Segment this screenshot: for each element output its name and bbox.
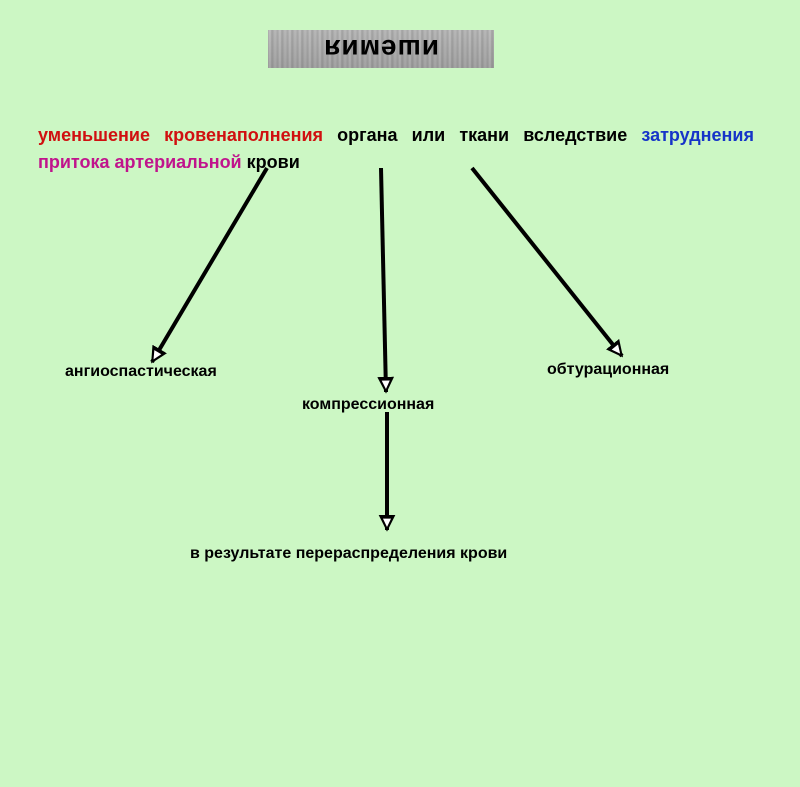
definition-part-blue: затруднения — [641, 125, 754, 145]
definition-part-magenta: притока артериальной — [38, 152, 242, 172]
type-compression: компрессионная — [302, 396, 435, 413]
definition-part-black-1: органа или ткани вследствие — [337, 125, 628, 145]
type-obturation: обтурационная — [547, 361, 670, 378]
definition-part-black-2: крови — [246, 152, 300, 172]
arrow-to-angiospastic — [150, 166, 269, 364]
title-banner: ишемия — [268, 30, 494, 68]
definition-text: уменьшение кровенаполнения органа или тк… — [38, 122, 754, 176]
type-angiospastic: ангиоспастическая — [65, 363, 217, 380]
type-redistribution: в результате перераспределения крови — [190, 545, 508, 562]
arrow-to-compression — [377, 167, 395, 394]
arrow-to-obturation — [470, 166, 624, 358]
definition-part-red: уменьшение кровенаполнения — [38, 125, 324, 145]
